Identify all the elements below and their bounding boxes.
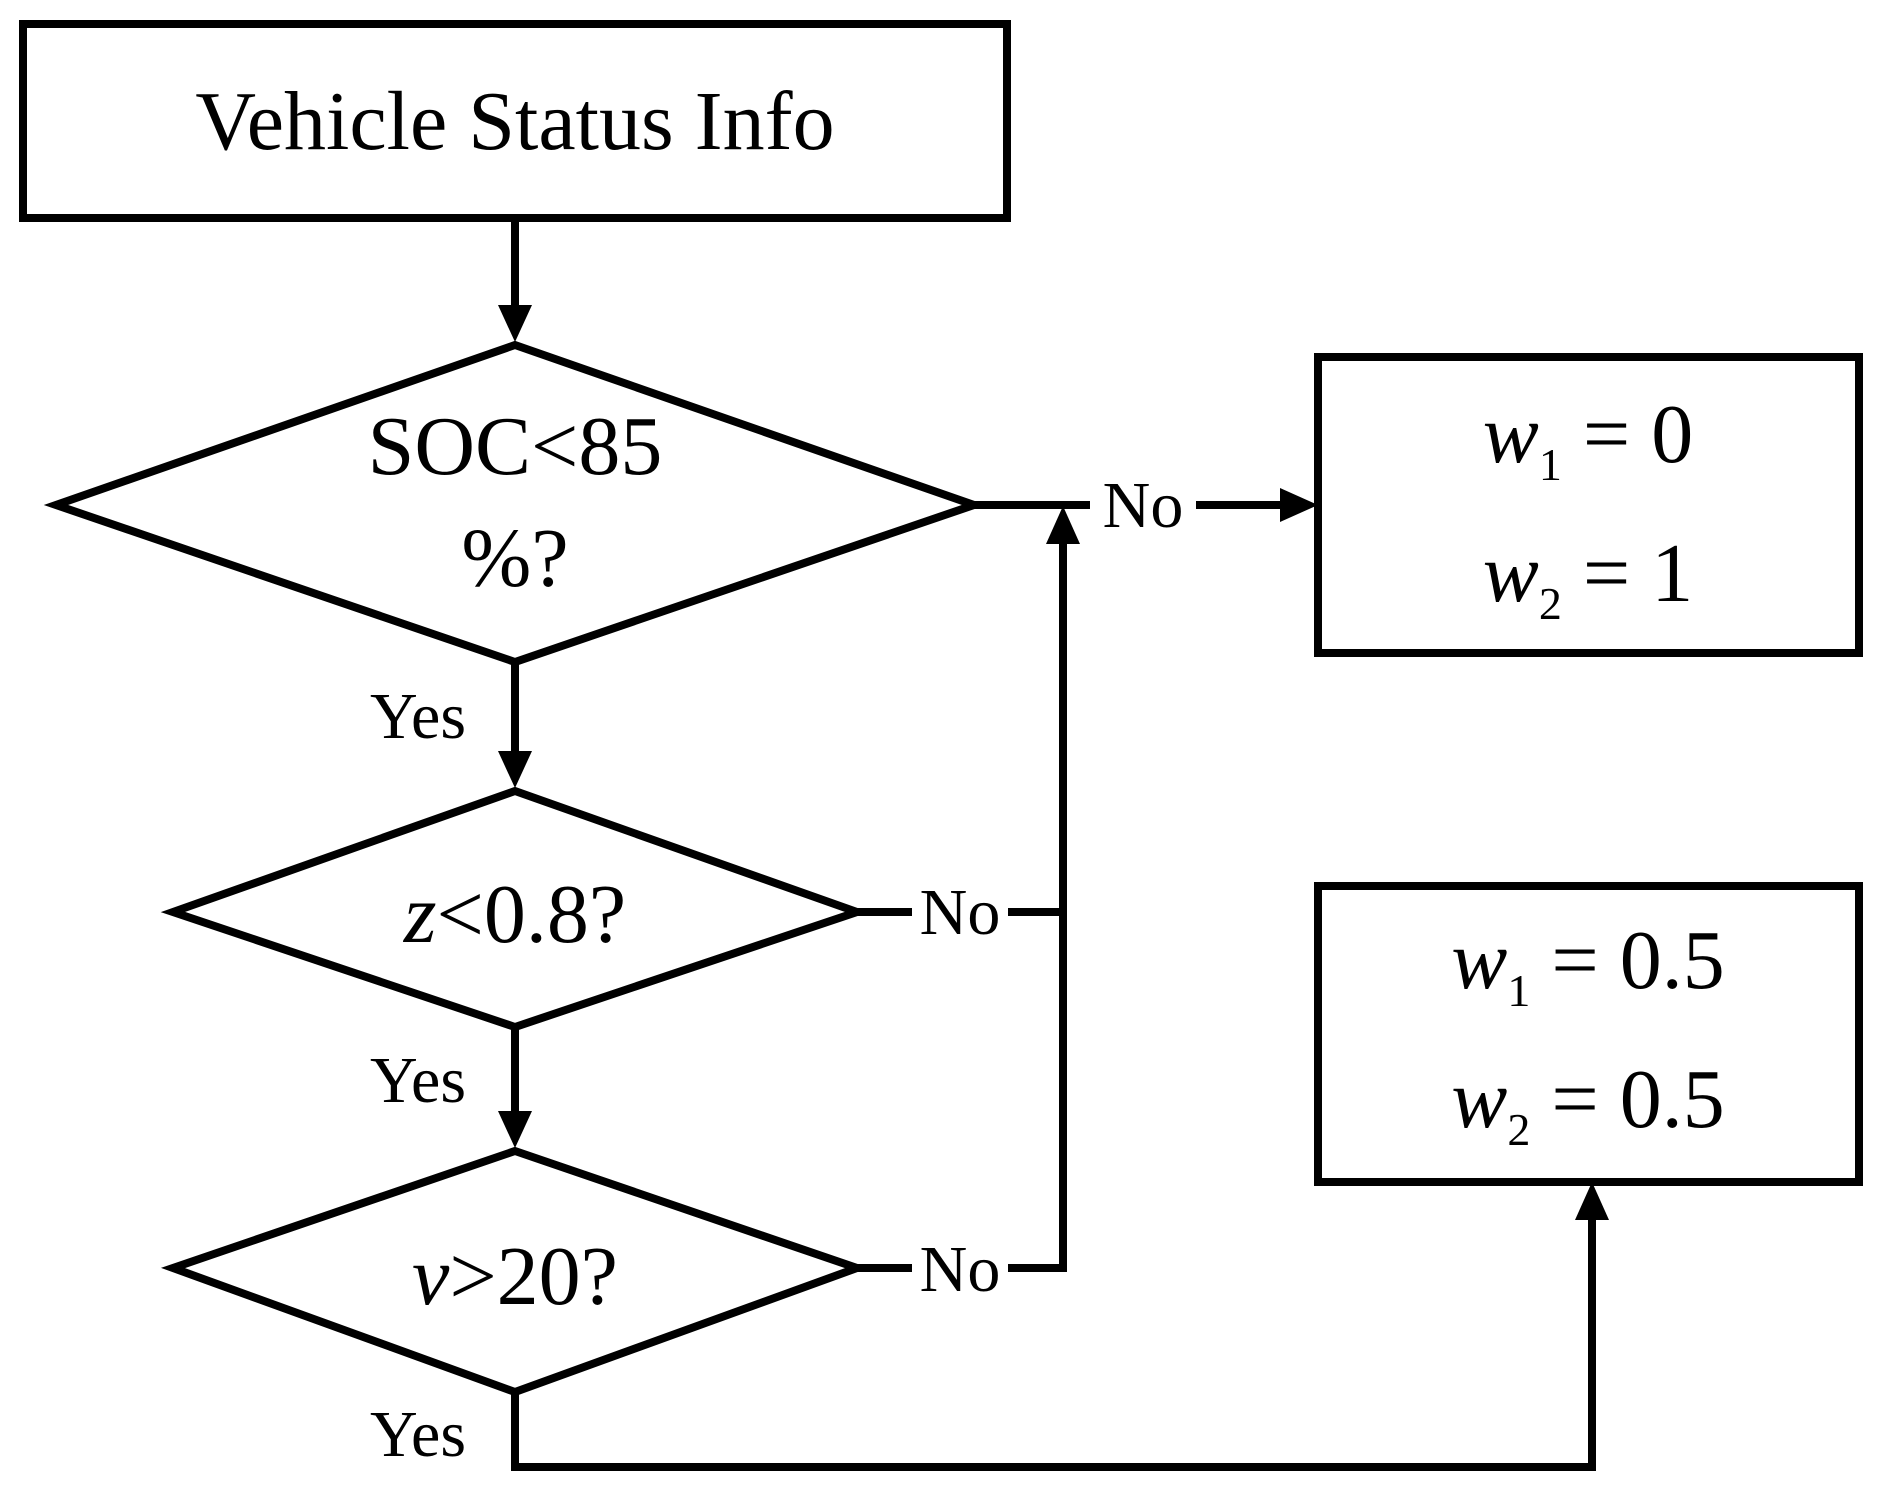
arrowhead-right-icon <box>1280 488 1318 522</box>
start-label: Vehicle Status Info <box>195 75 834 168</box>
edge-label-no-v: No <box>920 1233 1001 1306</box>
output-1-w1: w1 = 0 <box>1483 388 1693 490</box>
arrowhead-down-icon <box>498 751 532 788</box>
decision-v-var: v <box>412 1230 450 1323</box>
output-2-w1-var: w <box>1451 914 1507 1007</box>
decision-v-label: v>20? <box>412 1230 618 1323</box>
output-1-w1-rest: = 0 <box>1562 388 1693 481</box>
decision-soc-line2: %? <box>461 512 568 605</box>
output-1-w1-var: w <box>1483 388 1539 481</box>
decision-soc-line1: SOC<85 <box>368 400 663 493</box>
output-1-w2-rest: = 1 <box>1562 527 1693 620</box>
edge-label-yes-v: Yes <box>370 1398 466 1471</box>
output-2-w2: w2 = 0.5 <box>1451 1053 1724 1155</box>
arrowhead-up-icon <box>1575 1182 1609 1220</box>
decision-z-rest: <0.8? <box>437 868 627 961</box>
start-box <box>19 20 1011 222</box>
output-box-2 <box>1314 882 1863 1186</box>
output-1-w2: w2 = 1 <box>1483 527 1693 629</box>
output-1-w2-var: w <box>1483 527 1539 620</box>
output-2-w2-var: w <box>1451 1053 1507 1146</box>
edge-label-no-soc: No <box>1103 469 1184 542</box>
output-2-w2-sub: 2 <box>1507 1104 1530 1155</box>
connector-v-no-join <box>1008 540 1067 1272</box>
output-2-w1-rest: = 0.5 <box>1530 914 1724 1007</box>
arrowhead-down-icon <box>498 1111 532 1148</box>
arrowhead-down-icon <box>498 305 532 342</box>
decision-soc <box>43 340 987 667</box>
edge-label-yes-soc: Yes <box>370 680 466 753</box>
edge-label-no-z: No <box>920 876 1001 949</box>
decision-z-label: z<0.8? <box>403 868 626 961</box>
decision-v-rest: >20? <box>449 1230 618 1323</box>
decision-z-var: z <box>403 868 437 961</box>
output-box-1 <box>1314 353 1863 657</box>
output-2-w1: w1 = 0.5 <box>1451 914 1724 1016</box>
decision-v <box>160 1146 870 1397</box>
output-2-w2-rest: = 0.5 <box>1530 1053 1724 1146</box>
edge-label-yes-z: Yes <box>370 1044 466 1117</box>
connector-v-yes <box>511 1216 1596 1471</box>
arrowhead-up-icon <box>1046 506 1080 544</box>
decision-z <box>160 786 870 1032</box>
output-2-w1-sub: 1 <box>1507 965 1530 1016</box>
output-1-w1-sub: 1 <box>1539 439 1562 490</box>
output-1-w2-sub: 2 <box>1539 578 1562 629</box>
